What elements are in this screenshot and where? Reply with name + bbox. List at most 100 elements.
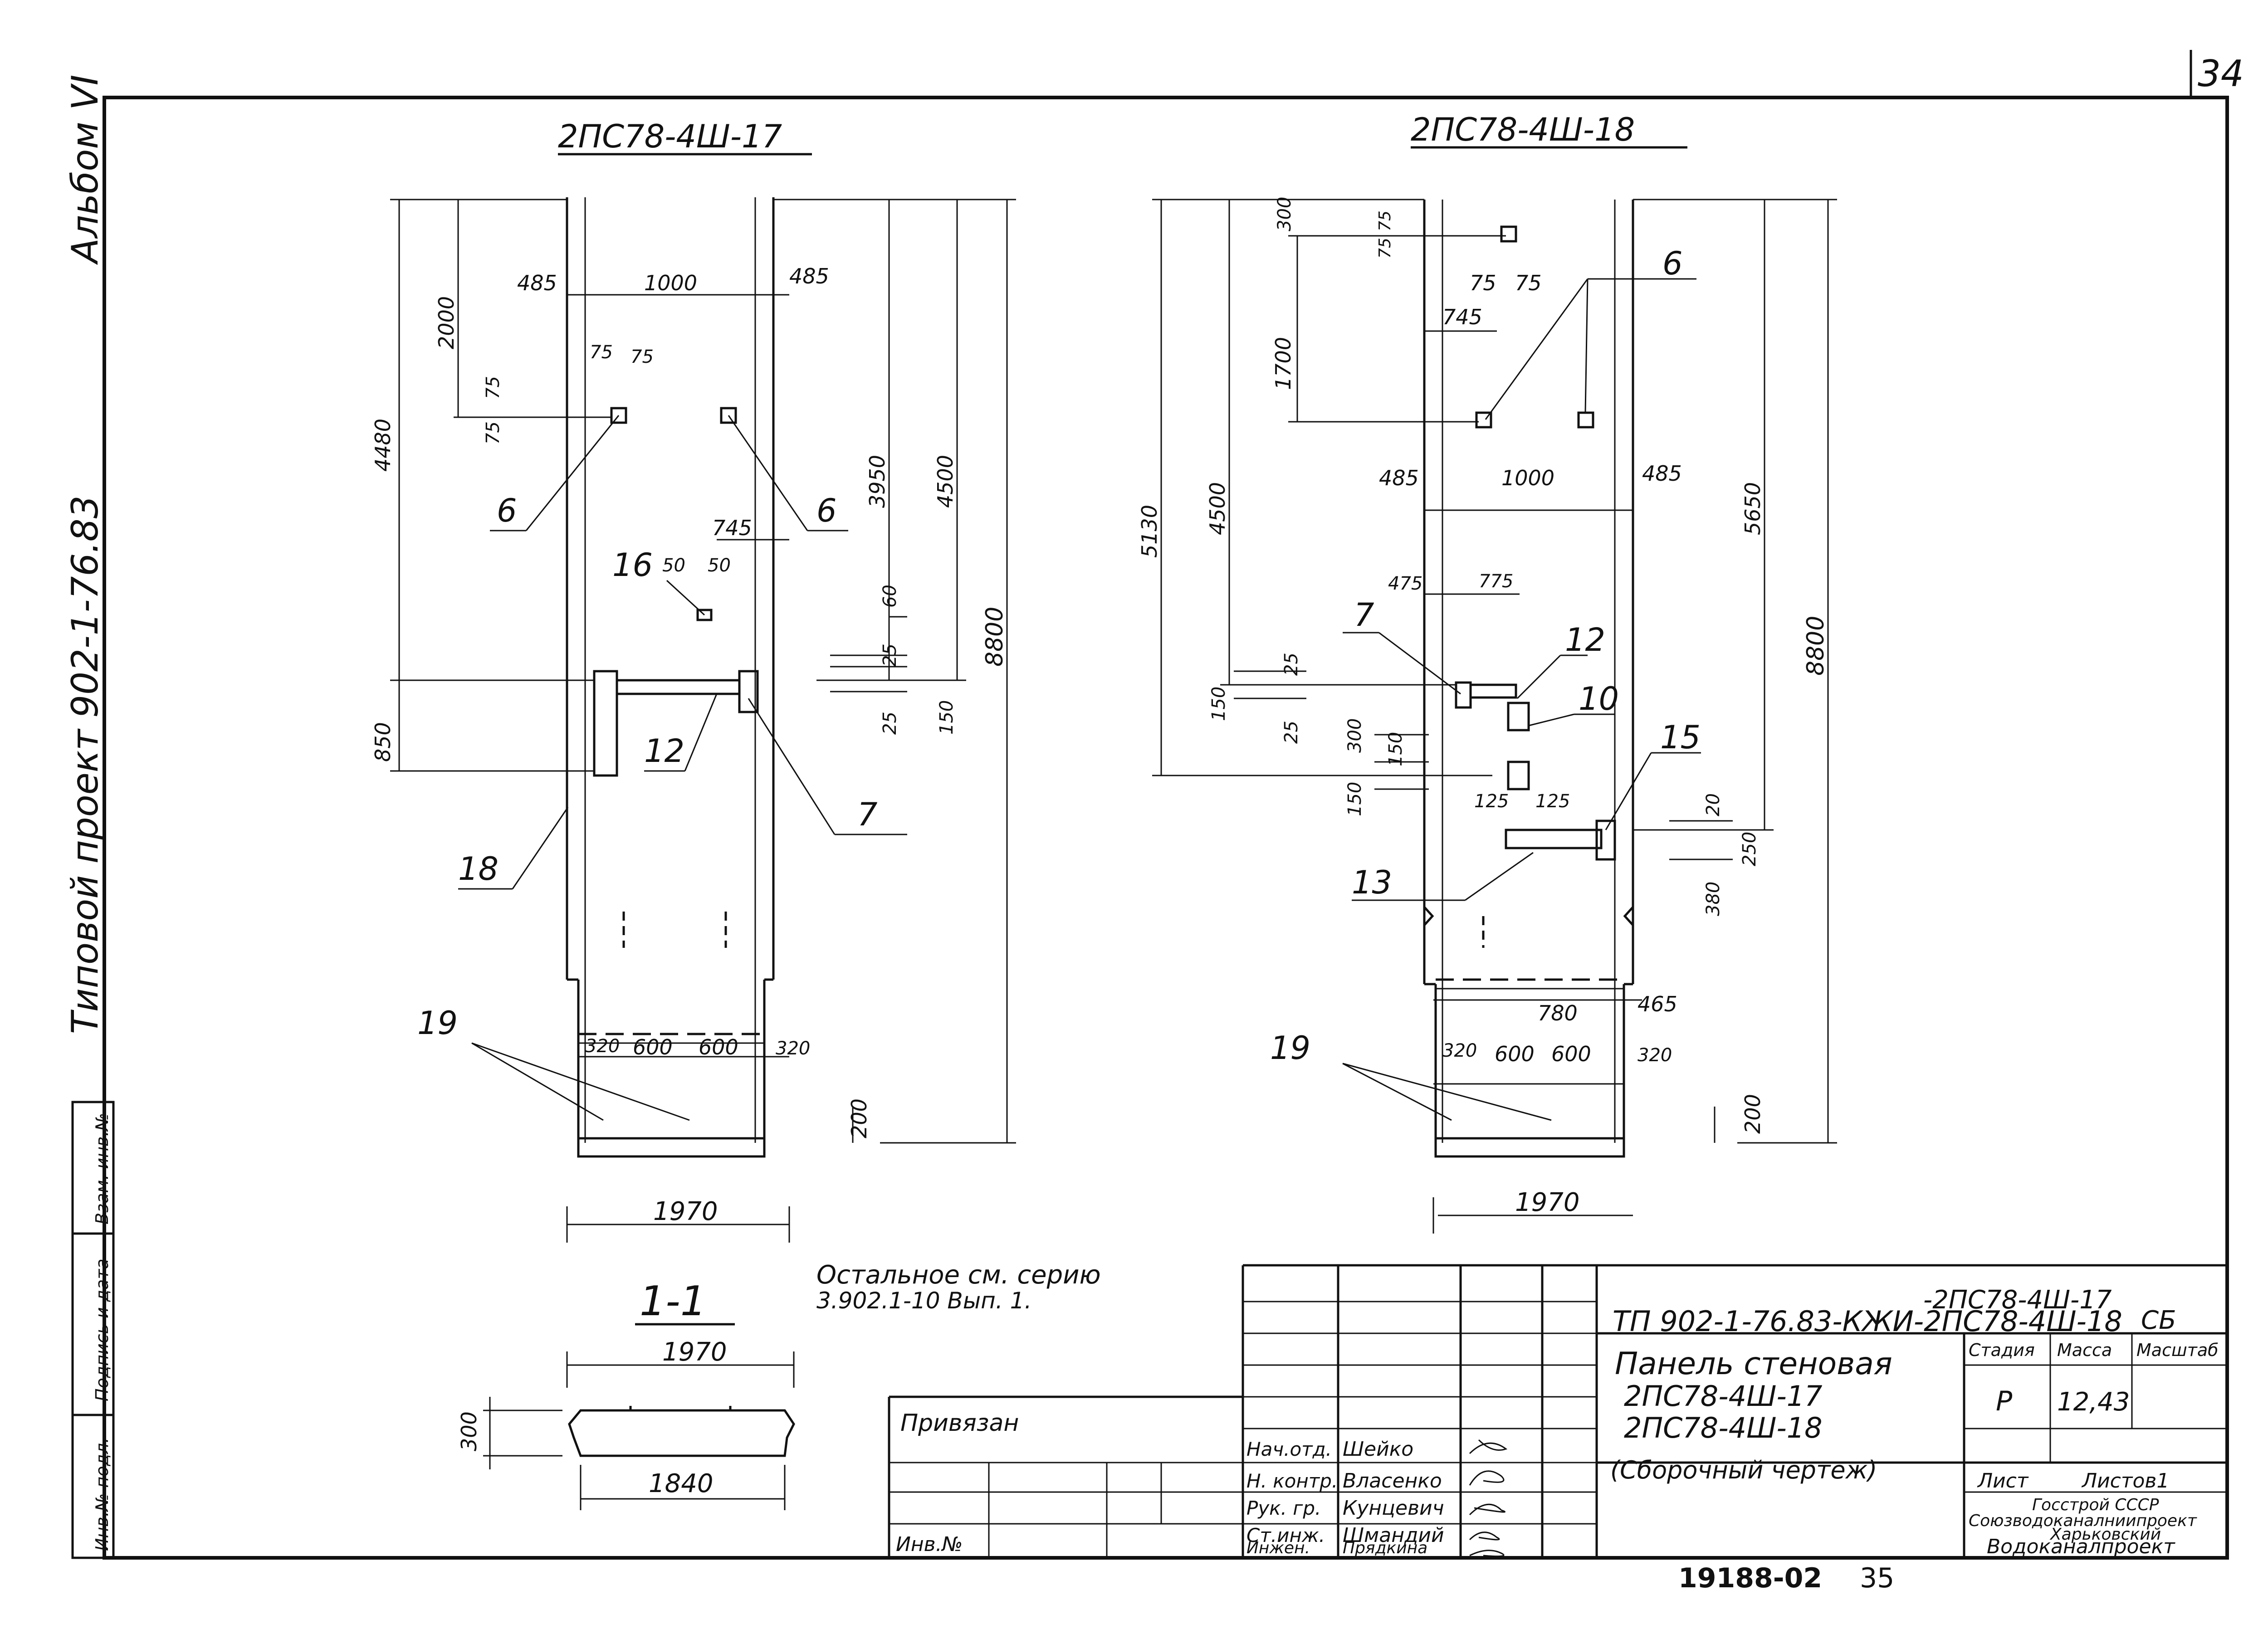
dim-485-rl: 485 [1379, 466, 1419, 490]
section-title: 1-1 [640, 1278, 706, 1325]
callout-13: 13 [1352, 864, 1392, 901]
panel-left-title: 2ПС78-4Ш-17 [558, 118, 782, 155]
dim-2000: 2000 [434, 296, 459, 349]
dim-600-rb: 600 [1551, 1042, 1591, 1066]
dim-8800-r: 8800 [1802, 616, 1829, 676]
panel-right: 2ПС78-4Ш-18 [1137, 111, 1837, 1234]
name-2: Кунцевич [1343, 1497, 1444, 1520]
callout-15: 15 [1660, 719, 1701, 756]
name-line-2: 2ПС78-4Ш-17 [1624, 1380, 1823, 1413]
dim-75-c: 75 [483, 376, 503, 399]
dim-320-r: 320 [776, 1038, 810, 1059]
dim-75-t1: 75 [1376, 210, 1394, 231]
name-0: Шейко [1343, 1438, 1413, 1461]
panel-right-title: 2ПС78-4Ш-18 [1411, 111, 1635, 148]
side-stamp-sign: Подпись и дата [92, 1258, 112, 1401]
dim-20: 20 [1703, 793, 1724, 816]
dim-25-rb: 25 [1281, 721, 1302, 744]
bottom-number: 19188-02 [1678, 1562, 1822, 1594]
section-1-1: 1-1 1970 300 1840 [457, 1278, 795, 1510]
callout-16: 16 [612, 546, 653, 584]
callout-6-r: 6 [1662, 245, 1683, 282]
dim-600-ra: 600 [1495, 1042, 1535, 1066]
dim-25-ra: 25 [1281, 653, 1302, 676]
dim-60: 60 [880, 585, 900, 608]
callout-19: 19 [417, 1005, 458, 1042]
role-2: Рук. гр. [1246, 1497, 1321, 1519]
role-1: Н. контр. [1246, 1470, 1338, 1492]
dim-150-a: 150 [1208, 687, 1229, 721]
sheet-frame [103, 50, 2229, 1560]
section-height: 300 [457, 1411, 481, 1451]
dim-200: 200 [847, 1098, 871, 1138]
callout-7: 7 [857, 796, 878, 833]
dim-745-r: 745 [1442, 305, 1482, 329]
dim-485-r: 485 [789, 264, 829, 288]
side-stamp-inv: Инв.№ подл. [92, 1438, 112, 1551]
callout-10: 10 [1579, 680, 1619, 717]
col-mass: Масса [2057, 1340, 2112, 1360]
dim-25-a: 25 [880, 644, 900, 667]
dim-300-m: 300 [1344, 718, 1365, 753]
dim-320-l: 320 [585, 1036, 620, 1057]
mass-value: 12,43 [2057, 1387, 2130, 1417]
dim-600-b: 600 [699, 1035, 738, 1059]
name-4: Прядкина [1343, 1539, 1427, 1557]
callout-19-r: 19 [1270, 1029, 1310, 1067]
title-block: Привязан Инв.№ Нач.отд. Шейко Н. контр. … [888, 1264, 2227, 1558]
panel-left: 2ПС78-4Ш-17 [371, 118, 1016, 1243]
dim-150-c: 150 [1344, 782, 1365, 816]
dim-745: 745 [712, 516, 752, 540]
dim-75-b: 75 [631, 346, 654, 367]
bottom-page: 35 [1860, 1562, 1894, 1594]
name-line-1: Панель стеновая [1615, 1346, 1892, 1382]
panel-left-callouts: 6 6 16 12 7 18 19 [417, 415, 907, 1121]
dim-4480: 4480 [371, 419, 395, 472]
col-scale: Масштаб [2136, 1340, 2219, 1360]
signatures [1469, 1439, 1508, 1557]
dim-1700: 1700 [1271, 337, 1295, 390]
note-line-2: 3.902.1-10 Вып. 1. [816, 1288, 1031, 1314]
dim-1000: 1000 [644, 271, 697, 295]
dim-485-rr: 485 [1642, 461, 1682, 486]
role-4: Инжен. [1246, 1539, 1310, 1557]
dim-300-top: 300 [1274, 197, 1295, 231]
privyazan-label: Привязан [900, 1410, 1019, 1437]
note-line-1: Остальное см. серию [816, 1260, 1101, 1290]
callout-6-right: 6 [816, 492, 837, 529]
dim-4500-r: 4500 [1205, 482, 1230, 535]
role-0: Нач.отд. [1246, 1438, 1332, 1460]
col-stage: Стадия [1969, 1340, 2035, 1360]
stage-value: Р [1996, 1385, 2013, 1417]
section-width-bottom: 1840 [649, 1469, 714, 1498]
dim-150: 150 [936, 700, 957, 735]
panel-right-dims: 300 75 75 75 75 745 1700 485 1000 485 51… [1137, 197, 1837, 1234]
dim-75-t3: 75 [1470, 271, 1496, 295]
callout-6-left: 6 [497, 492, 517, 529]
dim-50-b: 50 [708, 555, 731, 576]
dim-1000-r: 1000 [1501, 466, 1554, 490]
callout-12: 12 [644, 732, 684, 770]
callout-12-r: 12 [1565, 621, 1605, 658]
inv-label: Инв.№ [896, 1533, 963, 1556]
section-profile [568, 1409, 795, 1457]
role-3: Ст.инж. [1246, 1524, 1325, 1546]
sheet-label: Лист [1977, 1469, 2029, 1493]
dim-250: 250 [1739, 832, 1760, 866]
dim-850: 850 [371, 722, 395, 762]
org-4: Водоканалпроект [1987, 1535, 2175, 1558]
panel-left-outline [566, 197, 775, 1158]
dim-125-a: 125 [1474, 791, 1509, 812]
dim-8800: 8800 [981, 607, 1008, 667]
dim-200-r: 200 [1740, 1094, 1765, 1134]
sheet-number: 34 [2198, 53, 2244, 95]
dim-1970: 1970 [653, 1197, 718, 1226]
album-label: Альбом VI [64, 75, 106, 265]
section-width-top: 1970 [662, 1337, 727, 1367]
dim-150-b: 150 [1385, 732, 1406, 766]
dim-75-t4: 75 [1515, 271, 1542, 295]
dim-380: 380 [1703, 882, 1724, 916]
dim-5130: 5130 [1137, 505, 1162, 558]
callout-18: 18 [458, 850, 499, 888]
